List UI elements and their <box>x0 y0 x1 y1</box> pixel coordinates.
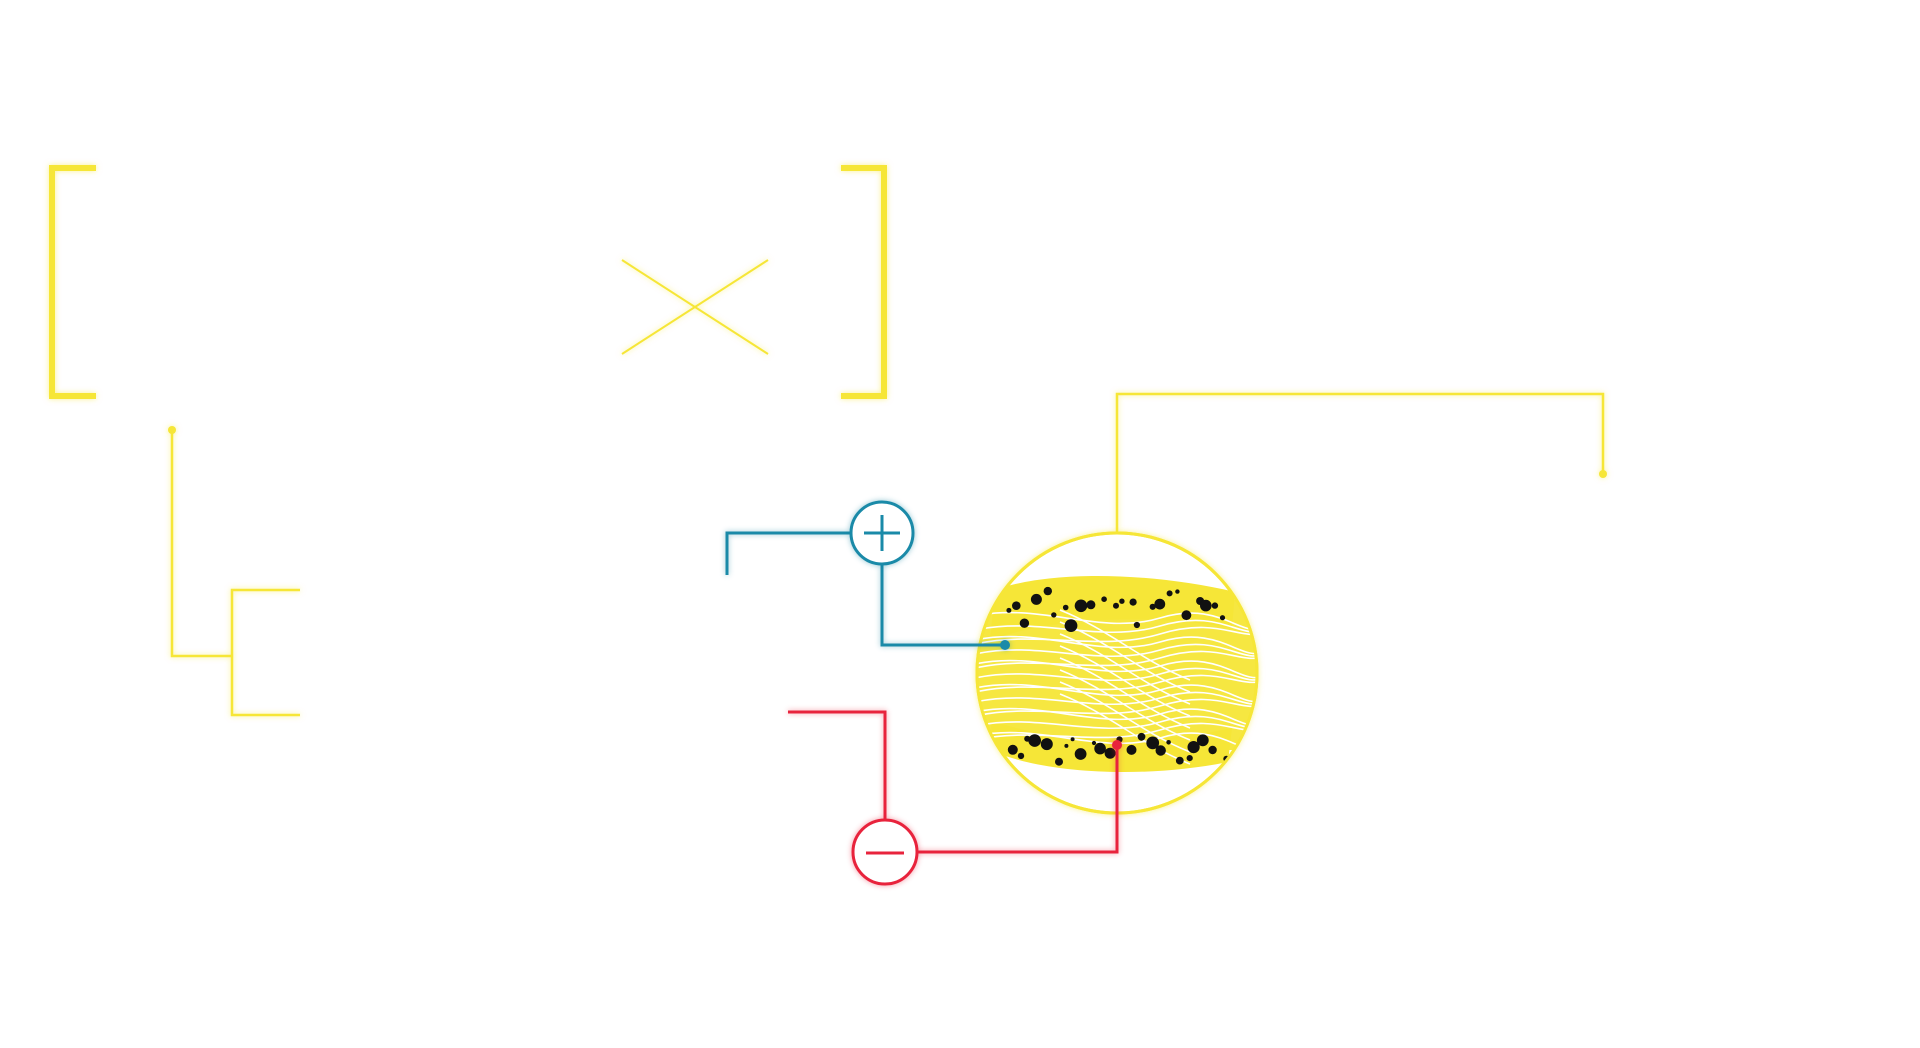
fiber-line <box>977 698 1257 717</box>
tree-connector <box>168 426 300 717</box>
particle <box>1175 589 1180 594</box>
lower-particles <box>1007 732 1230 766</box>
particle <box>1187 741 1200 754</box>
fiber-line <box>977 722 1257 741</box>
fiber-line <box>977 691 1257 706</box>
fiber-line <box>977 683 1257 703</box>
particle <box>1186 755 1193 762</box>
plus-icon[interactable] <box>849 500 915 566</box>
lower-particle-band <box>990 720 1232 773</box>
fiber-line <box>1059 645 1191 717</box>
particle <box>1064 619 1078 632</box>
particle <box>1166 740 1171 745</box>
particle <box>1064 743 1069 748</box>
particle <box>1043 586 1053 596</box>
particle <box>1126 744 1137 755</box>
particle <box>1119 598 1125 604</box>
particle <box>1219 615 1226 621</box>
particle <box>1007 744 1018 755</box>
particle <box>1019 618 1030 628</box>
fiber-line <box>1059 633 1191 705</box>
particle <box>1062 604 1069 611</box>
particle <box>1086 600 1096 610</box>
fiber-line <box>1059 621 1191 693</box>
particle <box>1012 601 1021 610</box>
particle <box>1154 598 1166 610</box>
specimen-cross-section <box>975 531 1259 815</box>
particle <box>1055 757 1063 766</box>
fiber-line <box>1059 609 1191 681</box>
right-bracket <box>841 165 887 399</box>
particle <box>1113 602 1119 609</box>
fiber-line <box>977 635 1257 655</box>
particle <box>1166 590 1173 597</box>
particle <box>1208 745 1217 755</box>
particle <box>1149 603 1156 610</box>
fiber-line <box>977 674 1257 693</box>
particle <box>1211 602 1219 609</box>
particle <box>1196 734 1209 747</box>
fiber-line <box>1059 681 1191 753</box>
fiber-line <box>1059 693 1191 765</box>
specimen-leader-line <box>1115 392 1607 533</box>
close-x-icon[interactable] <box>621 259 769 355</box>
fiber-line <box>1059 657 1191 729</box>
particle <box>1146 736 1160 750</box>
fiber-line <box>977 715 1257 730</box>
particle <box>1137 732 1146 741</box>
positive-lead <box>725 531 1010 650</box>
particle <box>1175 756 1184 765</box>
upper-particles <box>1006 586 1226 632</box>
particle <box>1200 599 1212 612</box>
particle <box>1030 593 1042 605</box>
particle <box>1155 745 1166 756</box>
minus-icon[interactable] <box>851 818 919 886</box>
fiber-line <box>977 643 1257 658</box>
fiber-line <box>977 650 1257 669</box>
negative-lead <box>788 710 1122 854</box>
particle <box>1133 621 1140 629</box>
particle <box>1094 742 1106 755</box>
particle <box>1006 607 1012 613</box>
fiber-line <box>977 626 1257 645</box>
particle <box>1101 596 1107 602</box>
particle <box>1181 610 1192 621</box>
fiber-line <box>977 707 1257 727</box>
particle <box>1129 598 1137 606</box>
particle <box>1074 748 1087 760</box>
particle <box>1074 599 1088 613</box>
fiber-line <box>977 667 1257 682</box>
particle <box>1070 737 1075 742</box>
fiber-line <box>977 619 1257 634</box>
particle <box>1017 752 1025 760</box>
left-bracket <box>49 165 96 399</box>
particle <box>1051 612 1057 618</box>
particle <box>1040 738 1053 751</box>
fiber-lines <box>977 609 1257 765</box>
particle <box>1028 734 1041 747</box>
fiber-line <box>977 659 1257 679</box>
particle <box>1104 747 1116 759</box>
fiber-line <box>1059 669 1191 741</box>
particle <box>1091 740 1097 746</box>
fiber-line <box>977 611 1257 631</box>
